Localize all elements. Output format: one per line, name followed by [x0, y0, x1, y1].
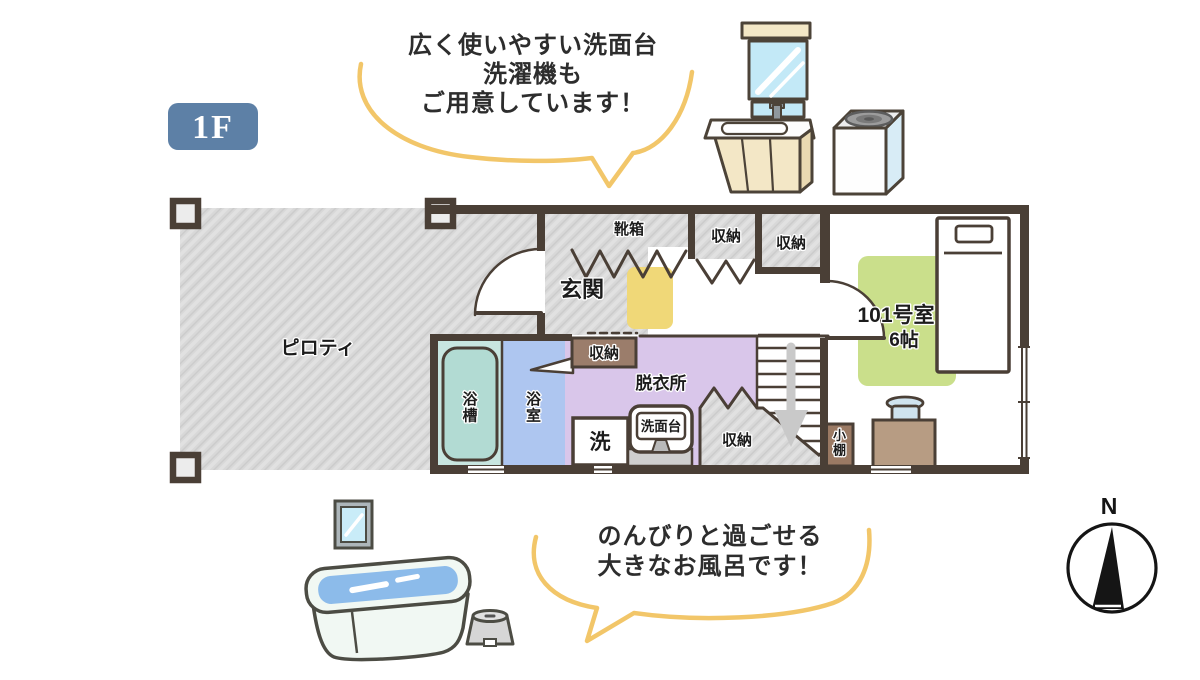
bubble-top-line3: ご用意しています！ — [421, 89, 645, 117]
speech-bubble-bottom: のんびりと過ごせる 大きなお風呂です！ — [531, 522, 872, 644]
washing-machine-illustration — [832, 109, 905, 196]
wall-bath-left — [430, 334, 438, 474]
wall-closet2-left — [755, 213, 762, 273]
mirror-streak — [755, 47, 801, 95]
label-washer-spot: 洗 — [590, 431, 611, 454]
shoe-box-folding-door — [570, 248, 688, 279]
floor-badge: 1F — [168, 103, 258, 150]
label-small-shelf: 小棚 — [833, 428, 846, 457]
closet-top-2-area — [762, 213, 820, 273]
shoe-box-area — [570, 213, 688, 247]
vanity-cabinet-side — [798, 127, 814, 194]
label-dressing-room: 脱衣所 — [636, 373, 687, 393]
label-room101-size: 6帖 — [889, 328, 919, 351]
room101-rug — [858, 256, 956, 386]
speech-bubble-bottom-outline — [531, 527, 872, 644]
entrance-door-swing — [475, 249, 541, 315]
windows — [468, 346, 1030, 473]
bubble-top-line1: 広く使いやすい洗面台 — [408, 31, 658, 59]
floor-badge-label: 1F — [192, 109, 234, 146]
label-closet-under-stairs: 収納 — [722, 431, 752, 449]
faucet-icon — [772, 104, 782, 121]
entrance-door-arc — [473, 247, 543, 317]
entrance-mat — [627, 267, 673, 329]
bathtub-illustration — [304, 499, 515, 662]
room101-door-arc — [825, 279, 886, 340]
floor-badge-bg — [168, 103, 258, 150]
cabinet-panel-line — [740, 137, 750, 193]
pillar — [169, 197, 202, 230]
wall-stairs-right — [820, 338, 828, 468]
vanity-sink — [720, 121, 789, 136]
closet-top-1-area — [695, 213, 757, 259]
compass: N — [1066, 493, 1158, 614]
walls — [430, 205, 1029, 474]
label-bathroom: 浴室 — [526, 390, 542, 425]
speech-bubble-top: 広く使いやすい洗面台 洗濯機も ご用意しています！ — [357, 31, 695, 189]
bubble-top-line2: 洗濯機も — [483, 61, 583, 88]
label-shoe-box: 靴箱 — [614, 220, 644, 238]
label-closet-small: 収納 — [589, 344, 619, 362]
vanity-cabinet — [713, 136, 802, 194]
compass-needle — [1092, 527, 1124, 609]
bubble-bottom-line1: のんびりと過ごせる — [598, 522, 823, 550]
window-right-lines — [1018, 346, 1030, 459]
floor-plan: ピロティ 玄関 靴箱 収納 収納 収納 脱衣所 洗 洗面台 収納 101号室 6… — [169, 197, 1030, 484]
compass-circle — [1066, 522, 1158, 614]
washer-lid-center — [864, 117, 874, 121]
closet-under-stairs-outline — [698, 386, 821, 465]
wall-bottom — [430, 465, 1028, 474]
wall-entrance-upper — [537, 213, 545, 251]
label-bathtub: 浴槽 — [462, 390, 478, 425]
vanity-mirror-topbar — [740, 21, 812, 40]
vanity-illustration — [703, 21, 816, 194]
desk — [871, 418, 937, 470]
bath-stool-notch — [483, 638, 497, 647]
compass-north-label: N — [1101, 493, 1118, 519]
mirror-streak — [769, 61, 805, 98]
washstand-faucet-icon — [650, 439, 672, 453]
bubble-bottom-line2: 大きなお風呂です！ — [598, 553, 823, 580]
bathroom-zone — [502, 341, 565, 465]
wall-right-upper — [1020, 205, 1029, 347]
label-room101-name: 101号室 — [857, 303, 934, 327]
closet1-folding-door — [695, 258, 756, 285]
wall-entrance-lower — [537, 313, 545, 336]
closet-small-box — [570, 336, 638, 369]
piloti-area — [180, 208, 430, 470]
water-streak — [395, 573, 420, 583]
bathtub-panel-line — [350, 611, 359, 654]
water-streak — [349, 581, 389, 594]
wall-hall-room101 — [820, 205, 830, 283]
label-closet-top-2: 収納 — [776, 234, 806, 252]
pillow — [954, 224, 994, 244]
mirror-streak — [344, 513, 364, 537]
label-entrance: 玄関 — [560, 277, 604, 302]
bathtub-rim-group — [304, 555, 472, 615]
label-piloti: ピロティ — [281, 337, 356, 359]
stairs-arrow-head — [774, 410, 808, 447]
washer-front — [832, 126, 888, 196]
wall-closet2-bottom — [755, 267, 827, 274]
cabinet-panel-line — [768, 137, 775, 193]
label-washstand: 洗面台 — [641, 418, 682, 434]
wall-closet1-left — [688, 213, 695, 259]
label-closet-top-1: 収納 — [711, 227, 741, 245]
wall-top — [430, 205, 1028, 214]
wall-bath-top — [430, 334, 572, 341]
bed — [935, 216, 1011, 374]
pillar — [169, 451, 202, 484]
bathtub-unit — [441, 346, 499, 462]
plan-lines — [473, 247, 886, 467]
room101-door-swing — [827, 281, 884, 338]
speech-bubble-top-outline — [357, 61, 695, 189]
